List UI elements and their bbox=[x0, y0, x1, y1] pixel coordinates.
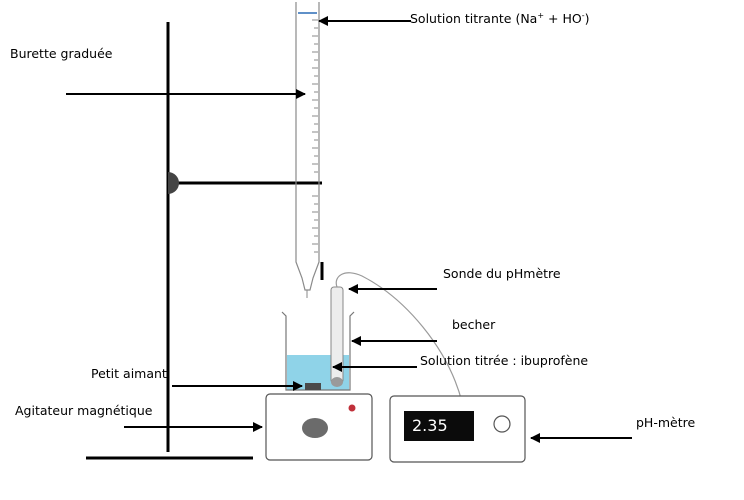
label-titrated: Solution titrée : ibuprofène bbox=[420, 353, 589, 368]
label-beaker: becher bbox=[452, 317, 496, 332]
burette-body bbox=[295, 2, 320, 291]
label-burette: Burette graduée bbox=[10, 46, 113, 61]
burette bbox=[295, 2, 324, 298]
label-stirrer: Agitateur magnétique bbox=[15, 403, 153, 418]
ph-reading-display: 2.35 bbox=[404, 411, 474, 441]
magnet bbox=[305, 383, 321, 390]
annotation-arrows bbox=[66, 16, 632, 443]
magnetic-stirrer bbox=[265, 393, 373, 461]
stirrer-knob bbox=[302, 418, 328, 438]
ph-meter-button bbox=[493, 415, 511, 433]
clamp-knob bbox=[168, 172, 179, 194]
probe-cable bbox=[335, 272, 463, 403]
burette-graduations bbox=[312, 19, 318, 253]
ph-probe bbox=[330, 272, 463, 403]
label-titrant: Solution titrante (Na+ + HO-) bbox=[410, 11, 590, 27]
stirrer-led bbox=[348, 404, 356, 412]
label-magnet: Petit aimant bbox=[91, 366, 167, 381]
label-phmeter: pH-mètre bbox=[636, 415, 696, 430]
stand bbox=[86, 22, 322, 460]
probe-bulb bbox=[331, 377, 343, 387]
label-probe: Sonde du pHmètre bbox=[443, 266, 561, 281]
probe-body bbox=[330, 286, 344, 384]
